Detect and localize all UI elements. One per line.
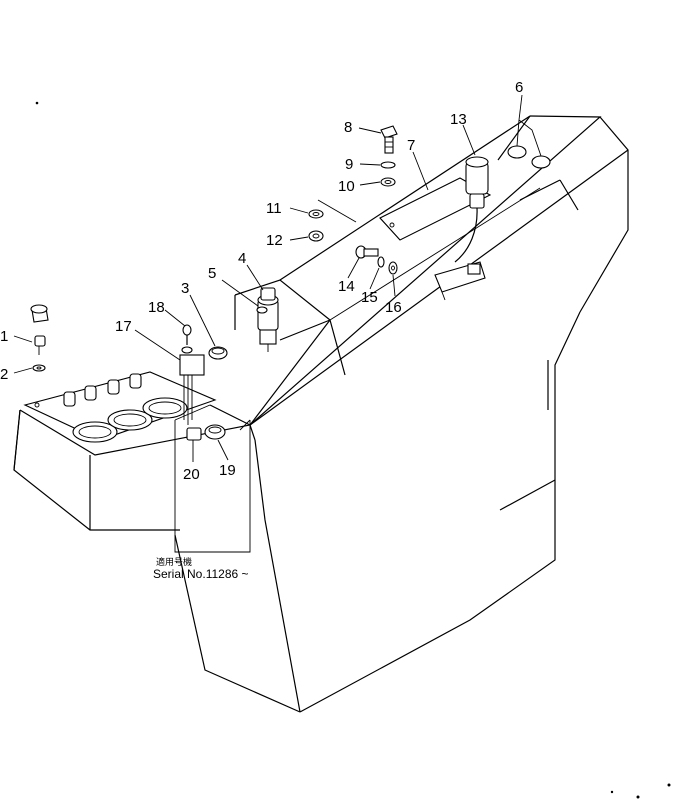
- part-label-9: 9: [345, 156, 353, 173]
- part-20-lamp: [186, 427, 202, 441]
- part-label-14: 14: [338, 278, 355, 295]
- serial-bracket: [174, 404, 251, 553]
- part-label-19: 19: [219, 462, 236, 479]
- part-label-5: 5: [208, 265, 216, 282]
- part-15-washer: [377, 256, 385, 268]
- part-7-bracket: [379, 177, 492, 241]
- part-12-nut: [308, 230, 324, 242]
- part-16-washer: [388, 261, 398, 275]
- part-label-6: 6: [515, 79, 523, 96]
- part-label-11: 11: [266, 200, 282, 217]
- serial-note: 適用号機 Serial No.11286 ~: [153, 556, 249, 581]
- part-6-caps: [507, 119, 551, 169]
- serial-note-japanese: 適用号機: [156, 556, 192, 567]
- part-8-bolt: [380, 125, 398, 154]
- part-label-4: 4: [238, 250, 246, 267]
- part-label-1: 1: [0, 328, 8, 345]
- part-17-toggle-switch: [179, 346, 205, 425]
- part-5-nut: [256, 306, 268, 314]
- part-label-8: 8: [344, 119, 352, 136]
- gauge-panel: [23, 371, 217, 443]
- part-labels: 1 2 3 4 5 6 7 8 9 10 11 12 13 14 15 16 1…: [0, 79, 523, 483]
- part-18-toggle-lever: [182, 324, 192, 345]
- leader-lines: [13, 94, 523, 462]
- part-14-bolt: [355, 245, 379, 259]
- part-1-knob: [30, 304, 49, 355]
- part-label-7: 7: [407, 137, 415, 154]
- part-4-key-switch: [257, 287, 279, 352]
- part-label-2: 2: [0, 366, 8, 383]
- part-label-10: 10: [338, 178, 355, 195]
- part-label-13: 13: [450, 111, 467, 128]
- scan-specks: [35, 101, 671, 799]
- part-3-cap: [208, 346, 228, 360]
- part-label-20: 20: [183, 466, 200, 483]
- part-label-17: 17: [115, 318, 132, 335]
- part-label-16: 16: [385, 299, 402, 316]
- part-19-lamp: [204, 424, 226, 440]
- part-10-washer: [380, 177, 396, 187]
- serial-note-number: Serial No.11286 ~: [153, 567, 249, 581]
- part-13-switch: [434, 156, 489, 301]
- part-2-washer: [32, 364, 46, 372]
- part-9-washer: [380, 161, 396, 169]
- part-label-18: 18: [148, 299, 165, 316]
- part-label-3: 3: [181, 280, 189, 297]
- part-label-12: 12: [266, 232, 283, 249]
- console-body: [13, 115, 629, 713]
- part-label-15: 15: [361, 289, 378, 306]
- part-11-washer: [308, 209, 324, 219]
